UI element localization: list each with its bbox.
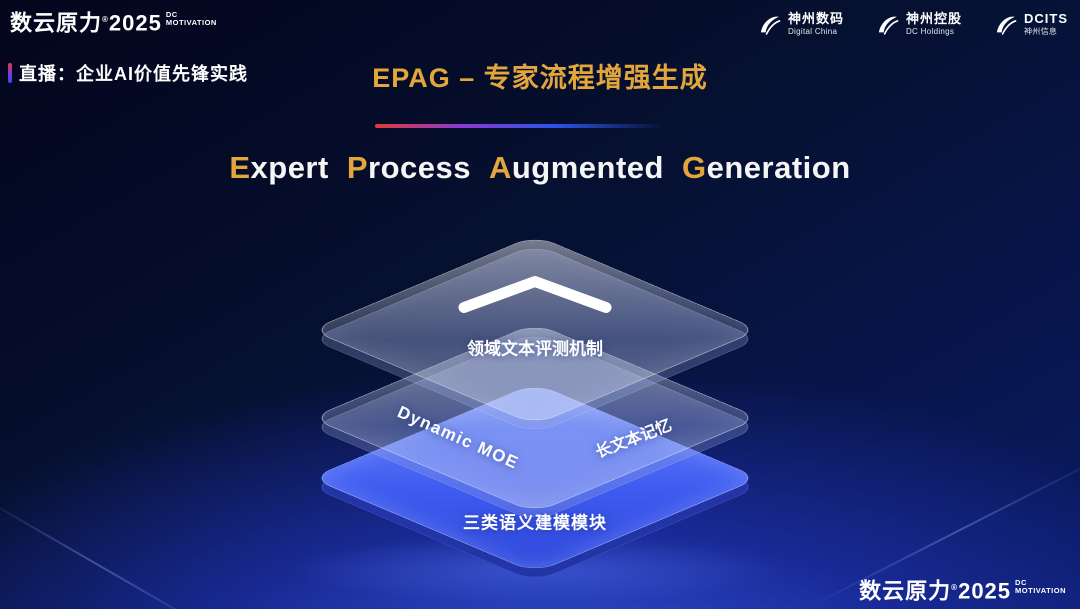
dc-holdings-swoosh-icon (874, 12, 900, 38)
logo-line2: DC Holdings (905, 27, 955, 36)
logo-line1: DCITS (1024, 11, 1068, 26)
logo-dc-holdings: 神州控股 DC Holdings (874, 12, 962, 38)
logo-line2: Digital China (787, 27, 838, 36)
subtitle-word: Expert (229, 150, 329, 185)
subtitle-word-rest: rocess (368, 150, 471, 185)
brand-logo-bottomright: 数云原力®2025 DC MOTIVATION (859, 576, 1066, 603)
subtitle-word-cap: E (229, 150, 251, 185)
brand-sub-line2: MOTIVATION (1015, 585, 1066, 595)
logo-line1: 神州数码 (787, 11, 844, 26)
subtitle-word-cap: A (488, 150, 512, 185)
logo-text: 神州控股 DC Holdings (906, 12, 962, 38)
brand-year: 2025 (958, 578, 1012, 603)
brand-logo-topleft: 数云原力®2025 DC MOTIVATION (10, 8, 217, 35)
brand-registered-mark: ® (951, 582, 959, 592)
chevron-up-icon (456, 274, 614, 321)
live-banner-label: 直播：企业AI价值先锋实践 (19, 64, 248, 84)
subtitle-word: Process (347, 150, 471, 185)
subtitle-word-cap: G (682, 150, 707, 185)
brand-registered-mark: ® (102, 15, 109, 24)
logo-digital-china: 神州数码 Digital China (756, 12, 844, 38)
subtitle-word: Augmented (489, 150, 664, 185)
logo-text: DCITS 神州信息 (1024, 12, 1068, 38)
subtitle-word: Generation (682, 150, 851, 185)
brand-sub-line1: DC (1015, 577, 1027, 587)
live-banner-accent-bar (8, 63, 12, 83)
title-divider-gradient (375, 124, 665, 128)
brand-wordmark: 数云原力®2025 (859, 576, 1011, 603)
dcits-swoosh-icon (992, 12, 1018, 38)
page-title: EPAG – 专家流程增强生成 (372, 63, 708, 93)
subtitle-word-rest: eneration (706, 150, 851, 185)
brand-subtext: DC MOTIVATION (166, 11, 217, 27)
layer-bottom-label: 三类语义建模模块 (463, 513, 607, 533)
logo-dcits: DCITS 神州信息 (992, 12, 1068, 38)
subtitle-word-rest: xpert (250, 150, 329, 185)
layer-top-label: 领域文本评测机制 (467, 339, 603, 359)
brand-subtext: DC MOTIVATION (1015, 577, 1066, 595)
logo-line1: 神州控股 (905, 11, 962, 26)
subtitle-word-rest: ugmented (511, 150, 664, 185)
brand-wordmark: 数云原力®2025 (10, 8, 162, 35)
logo-text: 神州数码 Digital China (788, 12, 844, 38)
digital-china-swoosh-icon (756, 12, 782, 38)
brand-sub-line1: DC (165, 10, 178, 19)
subtitle: Expert Process Augmented Generation (0, 150, 1080, 186)
partner-logos: 神州数码 Digital China 神州控股 DC Holdings DCIT… (756, 12, 1068, 38)
logo-line2: 神州信息 (1024, 27, 1058, 36)
brand-sub-line2: MOTIVATION (165, 18, 217, 27)
live-banner: 直播：企业AI价值先锋实践 (8, 60, 248, 86)
brand-name: 数云原力 (859, 578, 952, 603)
subtitle-word-cap: P (346, 150, 369, 185)
brand-year: 2025 (108, 10, 162, 36)
brand-name: 数云原力 (10, 10, 103, 36)
